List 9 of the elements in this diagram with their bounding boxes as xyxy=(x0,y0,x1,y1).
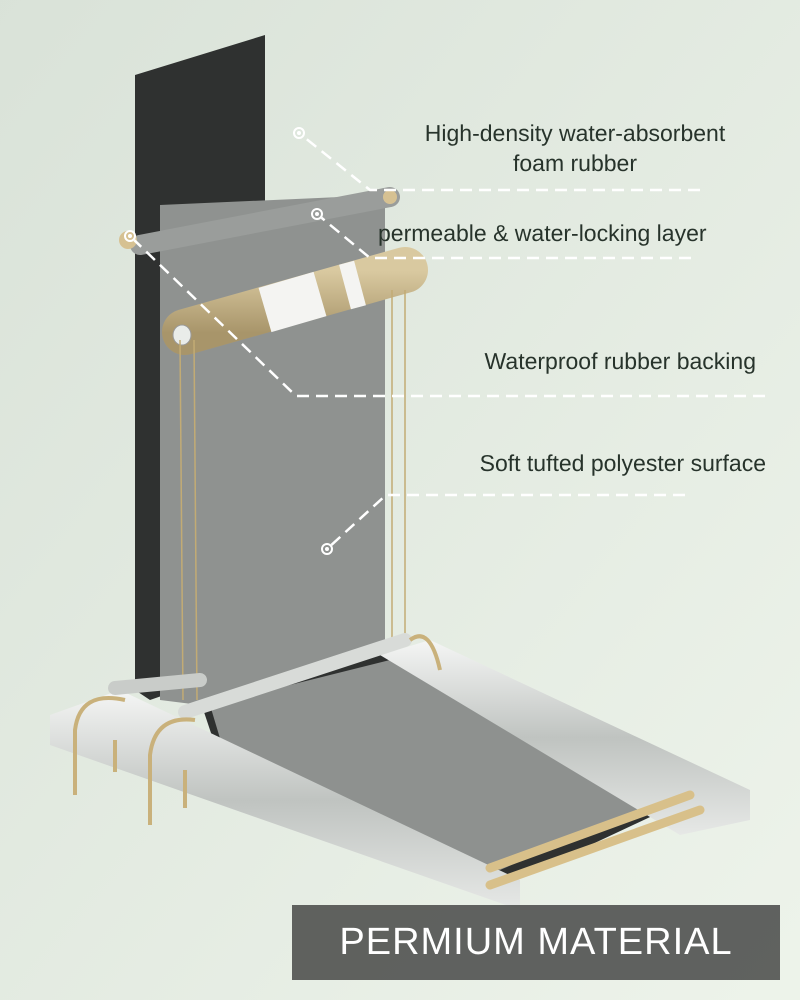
callout-label: Waterproof rubber backing xyxy=(484,347,757,376)
callout-label: High-density water-absorbent foam rubber xyxy=(424,119,726,178)
leader-line xyxy=(320,216,691,260)
title-banner xyxy=(292,905,780,980)
callout-label: permeable & water-locking layer xyxy=(377,219,708,248)
leader-line xyxy=(133,239,765,398)
leader-line xyxy=(330,494,685,546)
banner-title: PERMIUM MATERIAL xyxy=(339,921,733,964)
callout-label: Soft tufted polyester surface xyxy=(478,449,767,478)
